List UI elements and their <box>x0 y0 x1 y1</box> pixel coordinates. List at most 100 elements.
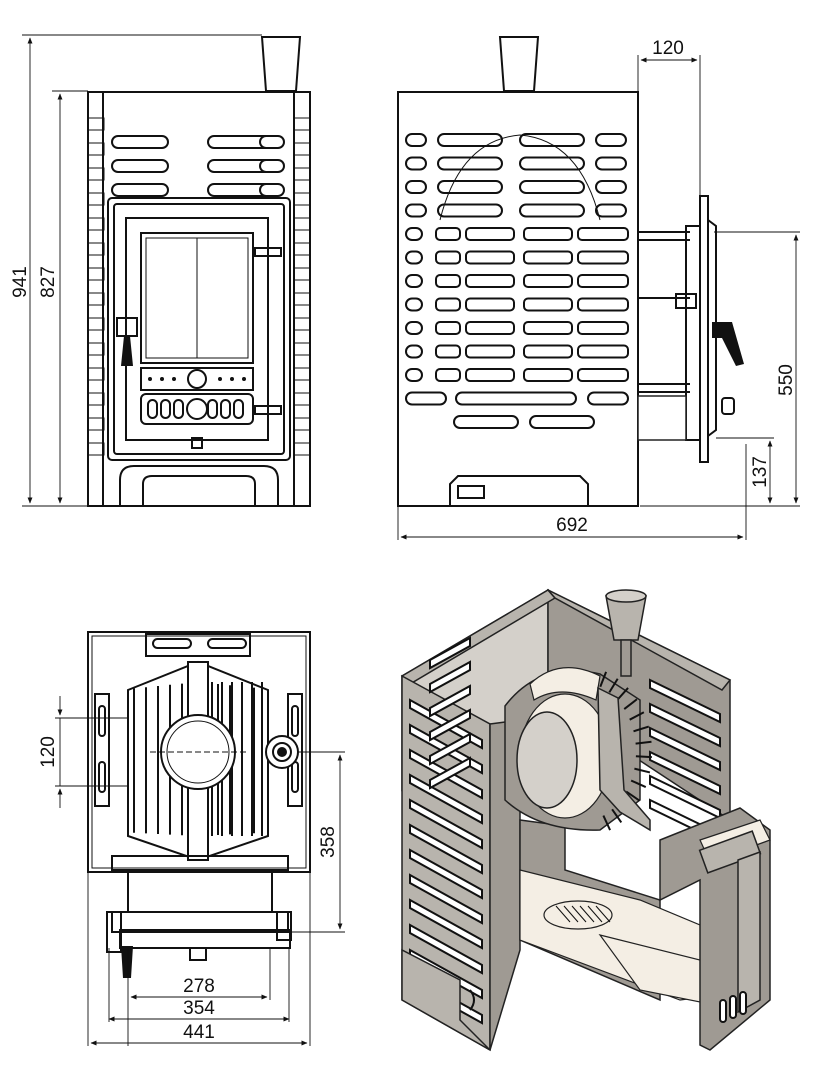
side-slot <box>405 133 427 147</box>
door-slot <box>739 991 747 1015</box>
iso-back-slot <box>649 678 721 724</box>
side-slot <box>465 227 515 241</box>
side-slot <box>595 180 627 194</box>
side-slot <box>595 156 627 171</box>
exchanger-fin <box>616 687 629 701</box>
side-slot <box>435 274 461 288</box>
grate-bar <box>595 905 611 923</box>
side-slot <box>437 203 503 218</box>
side-slot <box>437 156 503 171</box>
side-slot <box>435 250 461 265</box>
dim-side-door-height: 550 <box>776 364 797 396</box>
side-slot <box>465 321 515 335</box>
side-rib <box>293 217 311 231</box>
side-slot <box>529 415 595 429</box>
side-slot <box>405 180 427 194</box>
exchanger-fin <box>602 815 611 831</box>
ash-slot <box>207 399 218 419</box>
ash-slot <box>173 399 184 419</box>
side-slot <box>519 180 585 194</box>
side-rib <box>87 392 105 406</box>
vent-dot <box>242 377 246 381</box>
side-slot <box>595 133 627 147</box>
side-rib <box>293 142 311 156</box>
side-slot <box>435 227 461 241</box>
side-slot <box>405 203 427 218</box>
iso-back-slot <box>429 708 471 742</box>
side-slot <box>405 227 423 241</box>
side-slot <box>595 203 627 218</box>
iso-back-slot <box>429 756 471 790</box>
iso-back-slot <box>429 732 471 766</box>
grate-bar <box>555 905 571 923</box>
side-slot <box>519 156 585 171</box>
side-slot <box>587 391 629 406</box>
exchanger-fin <box>634 767 651 774</box>
exchanger-fin <box>611 808 623 824</box>
exchanger-fin <box>630 779 647 788</box>
side-slot <box>437 133 503 147</box>
dim-top-inner-width: 278 <box>183 976 215 997</box>
iso-side-slot <box>409 823 483 875</box>
iso-side-slot <box>409 898 483 950</box>
side-rib <box>87 267 105 281</box>
side-slot <box>405 297 423 312</box>
side-slot <box>519 203 585 218</box>
side-rib <box>293 167 311 181</box>
side-slot <box>437 180 503 194</box>
side-slot <box>465 250 515 265</box>
dim-top-total-width: 441 <box>183 1022 215 1043</box>
exchanger-fin <box>625 790 640 802</box>
side-view: 120 550 137 692 <box>397 36 800 540</box>
side-slot <box>455 391 577 406</box>
dim-top-door-depth: 358 <box>318 826 339 858</box>
side-rib <box>293 242 311 256</box>
side-slot <box>523 297 573 312</box>
iso-side-slot <box>409 873 483 925</box>
side-rib <box>87 417 105 431</box>
side-rib <box>293 342 311 356</box>
side-rib <box>87 317 105 331</box>
iso-side-slot <box>409 923 483 975</box>
ash-slot <box>233 399 244 419</box>
side-slot <box>465 344 515 359</box>
side-slot <box>523 227 573 241</box>
exchanger-fin <box>635 740 652 745</box>
side-slot <box>465 274 515 288</box>
side-slot <box>577 250 629 265</box>
side-rib <box>87 142 105 156</box>
iso-back-slot <box>429 660 471 694</box>
top-slot <box>259 159 285 173</box>
side-slot <box>435 321 461 335</box>
side-slot <box>577 274 629 288</box>
chimney-pipe-side <box>498 36 540 92</box>
door-slot <box>719 999 727 1023</box>
door-slot <box>729 995 737 1019</box>
dim-side-depth: 692 <box>556 515 588 536</box>
exchanger-fin <box>635 755 652 759</box>
iso-side-slot <box>409 773 483 825</box>
exchanger-fin <box>623 698 638 710</box>
side-rib <box>87 442 105 456</box>
side-slot <box>405 156 427 171</box>
chimney-pipe-front <box>260 36 302 92</box>
dim-top-middle-width: 354 <box>183 998 215 1019</box>
side-slot <box>405 391 447 406</box>
side-rib <box>87 217 105 231</box>
side-rib <box>87 117 105 131</box>
side-slot <box>523 344 573 359</box>
iso-side-slot <box>409 848 483 900</box>
side-rib <box>87 292 105 306</box>
iso-back-slot <box>429 684 471 718</box>
top-slot <box>111 135 169 149</box>
side-slot <box>405 274 423 288</box>
side-slot <box>523 274 573 288</box>
side-slot <box>523 250 573 265</box>
top-slot <box>259 183 285 197</box>
dim-front-body-height: 827 <box>38 266 59 298</box>
side-slot <box>577 368 629 382</box>
dim-side-door-offset: 120 <box>652 38 684 59</box>
side-slot <box>405 368 423 382</box>
exchanger-fin <box>629 711 645 721</box>
side-rib <box>293 267 311 281</box>
